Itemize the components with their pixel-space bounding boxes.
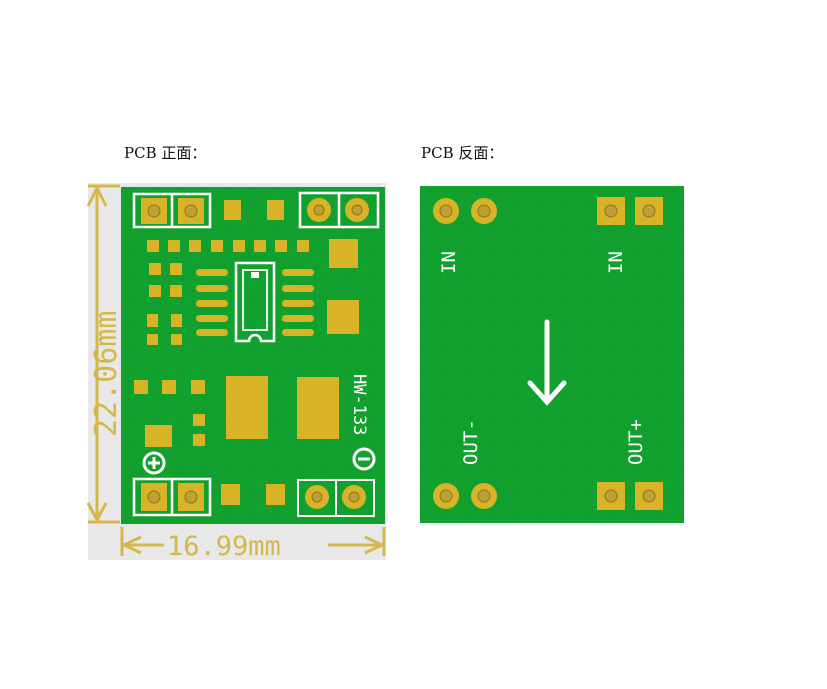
arrow-down-icon <box>527 319 567 406</box>
out-minus-label: OUT- <box>460 419 482 465</box>
height-dimension: 22.06mm <box>89 311 124 437</box>
minus-icon <box>352 447 376 471</box>
in-label-right: IN <box>605 251 627 274</box>
height-dimension-line <box>86 184 120 524</box>
front-caption: PCB 正面： <box>124 144 207 162</box>
ic-outline <box>234 261 276 343</box>
plus-icon <box>142 451 166 475</box>
width-dimension-line <box>120 527 386 556</box>
out-plus-label: OUT+ <box>625 419 647 465</box>
width-dimension: 16.99mm <box>167 531 281 562</box>
in-label-left: IN <box>438 251 460 274</box>
model-label: HW-133 <box>349 374 369 435</box>
back-caption: PCB 反面： <box>421 144 504 162</box>
